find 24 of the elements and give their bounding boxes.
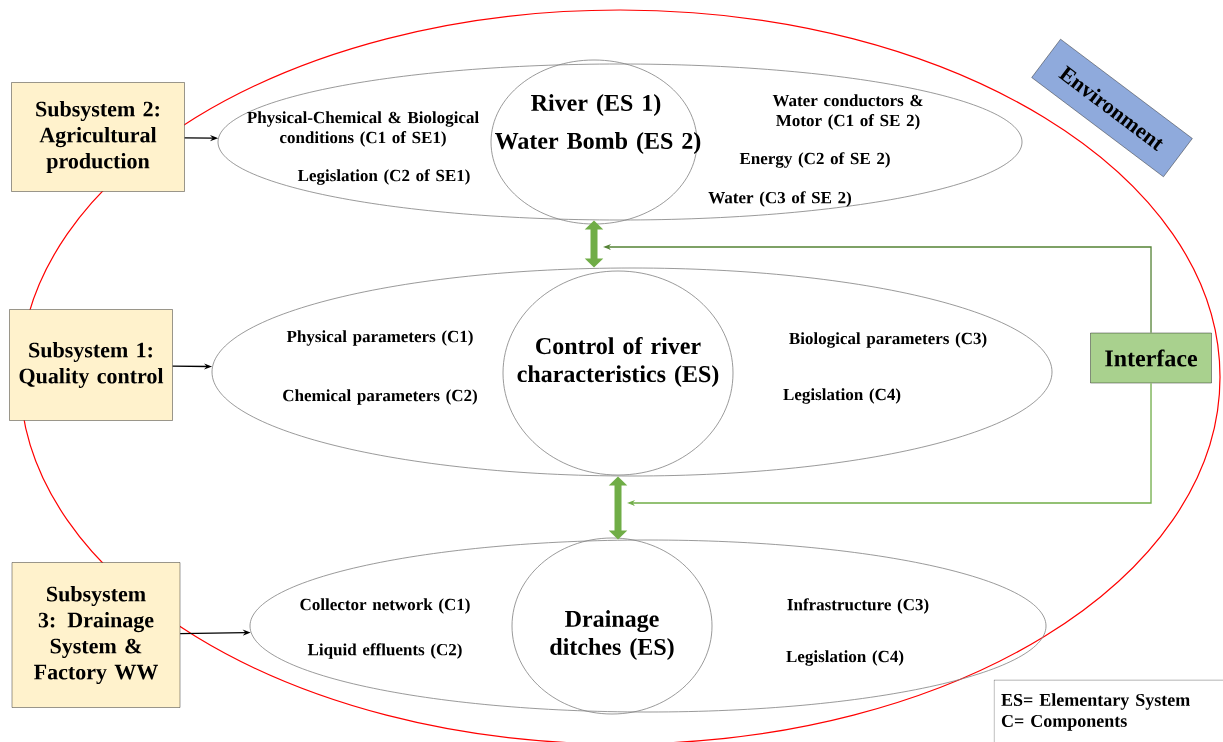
component-label: Legislation (C4) — [786, 650, 904, 666]
arrow — [608, 476, 628, 540]
component-label: Water (C3 of SE 2) — [708, 191, 851, 207]
component-label: Infrastructure (C3) — [787, 598, 929, 614]
component-label: Biological parameters (C3) — [789, 332, 987, 348]
component-label: Chemical parameters (C2) — [283, 389, 477, 405]
system-label: Drainage ditches (ES) — [550, 610, 674, 660]
component-label: Collector network (C1) — [300, 598, 470, 614]
component-label: Physical parameters (C1) — [286, 330, 473, 346]
arrow — [584, 220, 604, 268]
component-label: Energy (C2 of SE 2) — [739, 152, 890, 168]
system-label: River (ES 1) — [531, 94, 661, 116]
subsystem-box: Subsystem 3: Drainage System & Factory WW — [11, 562, 181, 708]
component-label: Legislation (C2 of SE1) — [297, 169, 470, 185]
component-label: Water conductors & Motor (C1 of SE 2) — [772, 94, 923, 130]
component-label: Physical-Chemical & Biological conditions (C1 of SE1) — [247, 111, 479, 147]
system-label: Water Bomb (ES 2) — [495, 132, 701, 154]
subsystem-box: Subsystem 2: Agricultural production — [11, 82, 185, 192]
component-label: Liquid effluents (C2) — [307, 643, 462, 659]
interface-box: Interface — [1090, 332, 1212, 384]
component-label: Legislation (C4) — [783, 388, 901, 404]
system-label: Control of river characteristics (ES) — [517, 337, 719, 387]
subsystem-box: Subsystem 1: Quality control — [9, 309, 173, 421]
legend-box: ES= Elementary System C= Components — [993, 679, 1223, 742]
